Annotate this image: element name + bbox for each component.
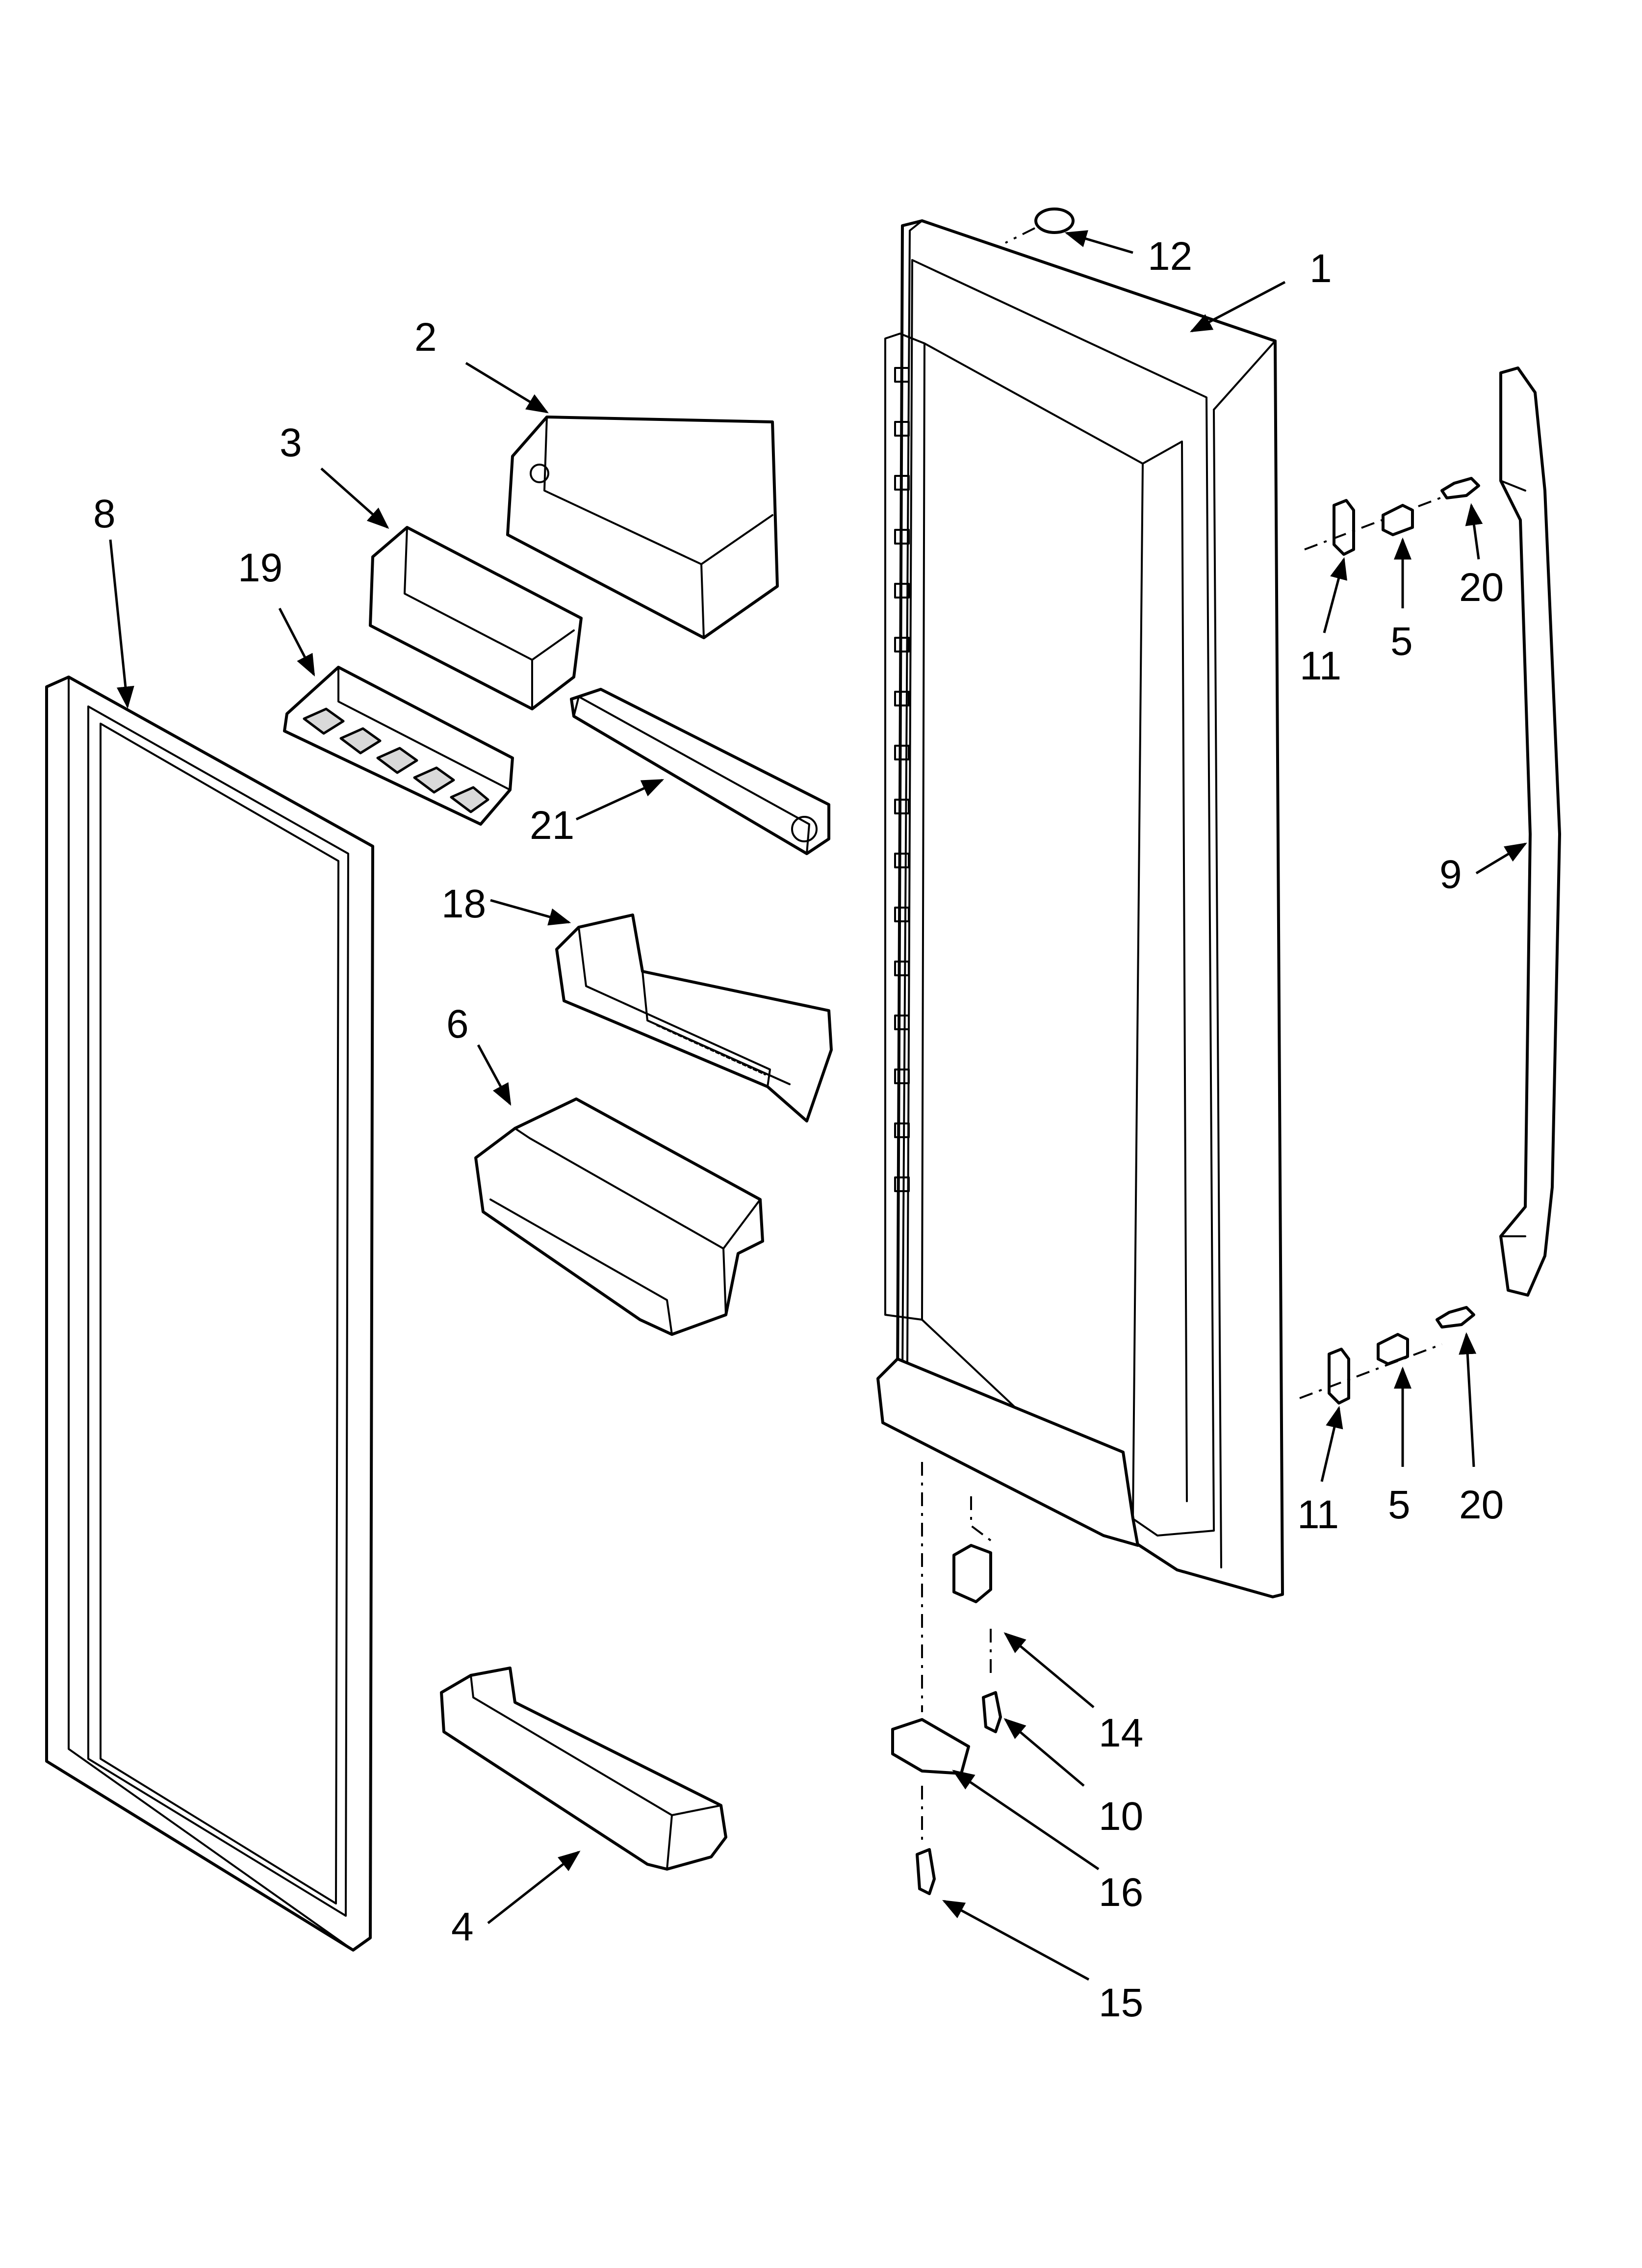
callout-16: 16 xyxy=(1099,1870,1143,1915)
door-bin-lower xyxy=(474,1097,764,1336)
callout-18: 18 xyxy=(441,882,486,926)
callout-15: 15 xyxy=(1099,1981,1143,2025)
door-handle xyxy=(1499,366,1561,1297)
callout-12: 12 xyxy=(1148,234,1192,279)
callout-6: 6 xyxy=(446,1002,469,1046)
fresh-food-door xyxy=(876,219,1284,1598)
dairy-bin-bar xyxy=(570,688,830,855)
callout-5-upper: 5 xyxy=(1390,619,1413,664)
callout-11-lower: 11 xyxy=(1297,1492,1339,1537)
handle-hardware-lower xyxy=(1299,1306,1475,1405)
callout-20-lower: 20 xyxy=(1459,1483,1504,1527)
callout-8: 8 xyxy=(93,492,116,536)
hinge-hardware xyxy=(891,1462,1002,1895)
dairy-door xyxy=(369,526,583,710)
callout-2: 2 xyxy=(414,315,437,360)
callout-1: 1 xyxy=(1309,246,1332,291)
callout-20-upper: 20 xyxy=(1459,565,1504,610)
callout-4: 4 xyxy=(451,1904,474,1949)
callout-19: 19 xyxy=(238,546,282,590)
callout-21: 21 xyxy=(530,803,574,848)
egg-tray xyxy=(283,666,514,826)
callout-5-lower: 5 xyxy=(1388,1483,1411,1527)
leader-lines xyxy=(109,230,1527,1981)
dairy-door-bin xyxy=(506,416,779,639)
callout-3: 3 xyxy=(280,420,302,465)
lower-door-shelf xyxy=(440,1667,727,1871)
callout-14: 14 xyxy=(1099,1711,1143,1755)
callout-11-upper: 11 xyxy=(1300,644,1341,688)
door-plug xyxy=(1005,208,1075,244)
door-gasket xyxy=(45,676,374,1952)
door-bin xyxy=(555,913,833,1122)
door-rail-clips xyxy=(894,367,910,1192)
callout-10: 10 xyxy=(1099,1794,1143,1839)
handle-hardware-upper xyxy=(1304,477,1480,556)
callout-labels: 1 2 3 4 5 5 6 8 9 10 11 11 12 14 15 16 1… xyxy=(93,234,1504,2025)
callout-9: 9 xyxy=(1439,852,1462,897)
